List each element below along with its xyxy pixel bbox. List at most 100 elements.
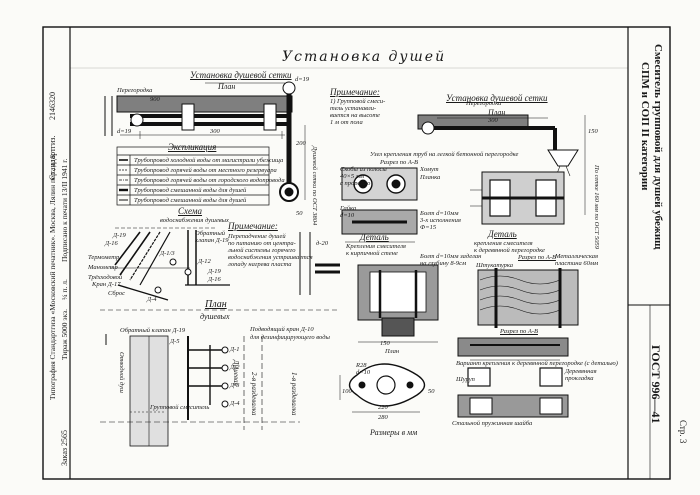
scheme-label-6: Манометр (88, 264, 118, 271)
details-label-18: на глубину 8-9см (420, 260, 467, 267)
details-label-2: 40×5 мм (340, 173, 365, 180)
details-label-4: Хомут (420, 166, 439, 173)
scheme-note-line-4: водоснабжения устраивается (228, 254, 313, 261)
dim-100: 100 (342, 388, 352, 395)
scheme-label-11: Обратный (195, 230, 226, 237)
left-plan-label: План (218, 82, 236, 91)
scheme-heading: Схема (178, 206, 203, 216)
right-title-line2: СПМ и СОП II категории (639, 62, 651, 191)
bottom-plan: План (385, 348, 400, 355)
details-label-12: Крепления смесителя (346, 243, 406, 250)
showers-label-7: Подводящий кран Д-10 (250, 326, 314, 333)
details-label-9: 3-х исполнения (420, 217, 461, 224)
left-heading: Установка душевой сетки (190, 70, 292, 80)
explication-row-1: Трубопровод холодной воды от магистрали … (134, 157, 284, 164)
right-title-line1: Смеситель групповой для душей убежищ (652, 44, 664, 250)
dim-280: 280 (378, 414, 388, 421)
left-order: Заказ 2565 (60, 429, 69, 466)
scheme-label-7: Трёхходовой (88, 274, 123, 281)
section-top: Разрез по А-В (518, 254, 556, 261)
details-label-17: Болт d=10мм заделан (420, 253, 482, 260)
dim-d10: d=10 (356, 369, 371, 376)
explication-row-5: Трубопровод смешанной воды для душей (134, 197, 247, 204)
right-plan-label: План (488, 108, 506, 117)
scheme-label-8: Кран Д-17 (92, 281, 121, 288)
showers-side-label: Отводной душ (118, 352, 125, 393)
dim-d19b: d=19 (117, 128, 132, 135)
dim-900: 900 (150, 96, 160, 103)
details-label-16: к деревянной перегородке (474, 247, 545, 254)
showers-label-4: Д-3 (230, 382, 240, 389)
scheme-sub: водоснабжения душевых (160, 217, 229, 224)
scheme-label-2: Д-16 (105, 240, 118, 247)
right-side-label: По сетке 160 мм по ОСТ 5059 (593, 165, 600, 249)
right-peregorodka: Перегородка (466, 100, 502, 107)
note1-line-1: 1) Групповой смеси- (330, 98, 386, 105)
bottom-note: Вариант крепления к деревянной перегород… (456, 360, 618, 367)
showers-label-9: Групповой смеситель (150, 404, 210, 411)
details-section: Разрез по А-В (380, 159, 418, 166)
left-print: Подписано к печати 13/II 1941 г. (60, 158, 69, 262)
explication-row-3: Трубопровод горячей воды от городского в… (134, 177, 285, 184)
details-label-6: Гайка (340, 205, 357, 212)
left-code: 2146320 (48, 92, 57, 120)
scheme-label-1: Д-19 (113, 232, 126, 239)
showers-label-8: для дезинфицирующего воды (250, 334, 330, 341)
showers-label-6: Д-5 (170, 338, 180, 345)
right-dim-150: 150 (588, 128, 598, 135)
scheme-note-line-5: лопаду нагрева пласта (228, 261, 292, 268)
right-heading: Установка душевой сетки (446, 93, 548, 103)
showers-label-5: Д-4 (230, 400, 240, 407)
sizes-caption: Размеры в мм (370, 428, 418, 437)
left-run: Тираж 5000 экз. (60, 308, 69, 360)
showers-label-2: Д-1 (230, 346, 240, 353)
scheme-label-4: Д-12 (198, 258, 211, 265)
showers-label-11: 2-я раздевалка (250, 372, 258, 416)
scheme-label-10: Д-4 (147, 296, 157, 303)
dim-50: 50 (296, 210, 303, 217)
scheme-label-15: д-20 (316, 240, 328, 247)
details-label-21: Штукатурка (476, 262, 514, 269)
scheme-label-5: Термометр (88, 254, 120, 261)
explication-row-2: Трубопровод горячей воды от местного рез… (134, 167, 277, 174)
note1-line-3: вается на высоте (330, 112, 380, 119)
bottom-label-2: Шуруп (456, 376, 475, 383)
left-side-label: Душевой сетки по ОСТ 3804 (311, 146, 318, 226)
bottom-label-1: Стальной пружинная шайба (452, 420, 533, 427)
dim-220: 220 (378, 404, 388, 411)
details-label-20: пластина 60мм (555, 260, 599, 267)
scheme-label-9: Сброс (108, 290, 126, 297)
details-label-11: Деталь (360, 232, 389, 242)
details-label-10: Ф=15 (420, 224, 437, 231)
scheme-note-heading: Примечание: (228, 221, 278, 231)
details-label-14: Деталь (488, 229, 517, 239)
gost-number: ГОСТ 996—41 (649, 345, 663, 424)
dim-50b: 50 (428, 388, 435, 395)
section-mid: Разрез по А-В (500, 328, 538, 335)
showers-label-3: Д-2 (230, 364, 240, 371)
explication-heading: Экспликация (168, 142, 217, 152)
dim-d19: d=19 (295, 76, 310, 83)
right-dim-300: 300 (488, 117, 498, 124)
details-label-13: к кирпичной стене (346, 250, 398, 257)
dim-200: 200 (296, 140, 306, 147)
dim-150: 150 (380, 340, 390, 347)
dim-r28: R28 (356, 362, 367, 369)
showers-plan-sub: душевых (200, 312, 230, 321)
details-label-1: Скобы из полосы (340, 166, 387, 173)
page-number: Стр. 3 (678, 420, 688, 444)
page-title: Установка душей (282, 49, 447, 65)
explication-row-4: Трубопровод смешанной воды для душей (134, 187, 247, 194)
scheme-label-3: Д-1/3 (160, 250, 175, 257)
bottom-label-4: прокладка (565, 375, 594, 382)
showers-label-10: Душевая (232, 360, 240, 386)
details-label-19: Металлическая (555, 253, 598, 260)
showers-label-1: Обратный клапан Д-19 (120, 327, 186, 334)
details-label-7: d=10 (340, 212, 355, 219)
knot-heading: Узел крепления труб на легкой бетонной п… (370, 151, 519, 158)
scheme-label-12: клапан Д-19 (195, 237, 229, 244)
showers-plan-heading: План (205, 299, 227, 310)
scheme-label-14: Д-16 (208, 276, 221, 283)
